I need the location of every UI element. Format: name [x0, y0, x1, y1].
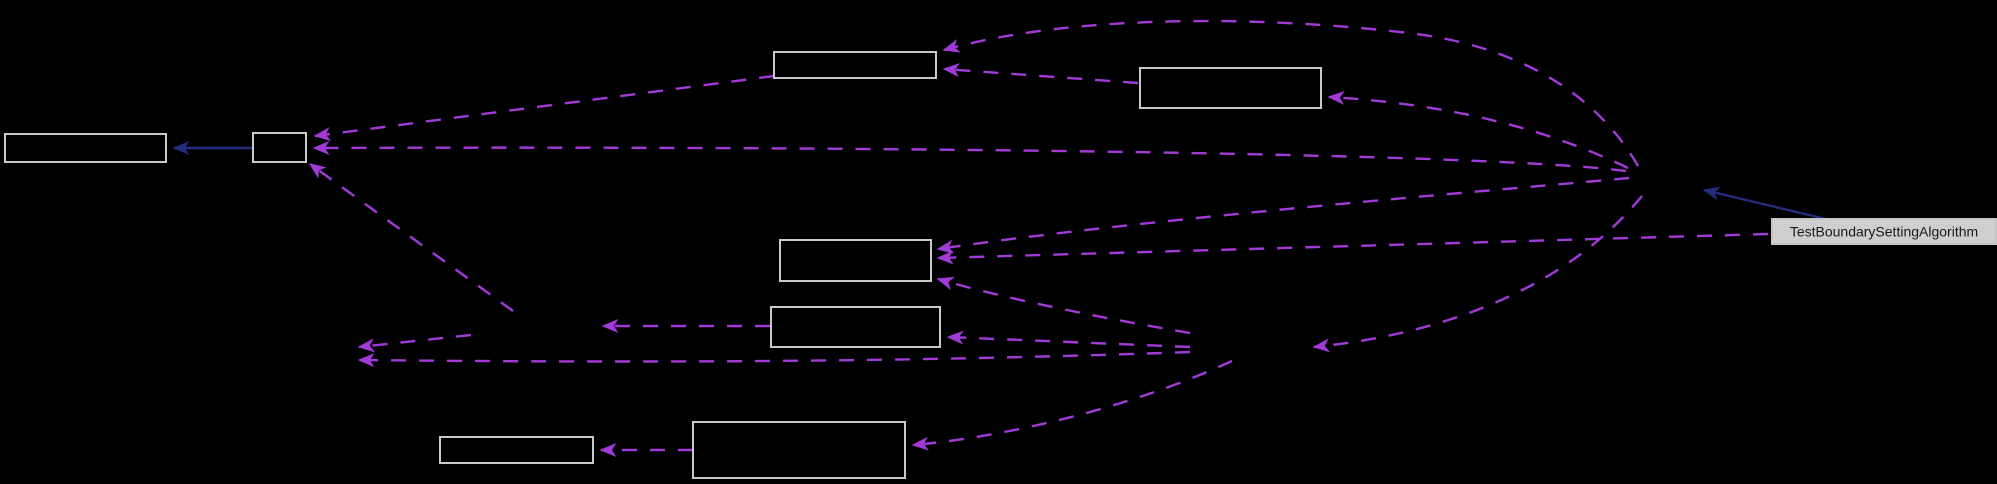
edge-hidden-mid-left-to-hidden-far-left: [357, 333, 472, 353]
edge-hidden-mid-left-to-box-small-left: [308, 163, 514, 312]
edge-hidden-hub-to-hidden-mid-right: [1312, 195, 1643, 353]
graph-node-box-mid-upper[interactable]: [779, 239, 932, 282]
edge-hidden-mid-right-to-box-mid-upper: [936, 276, 1191, 335]
graph-node-box-small-left[interactable]: [252, 132, 307, 163]
edge-hidden-hub-to-box-mid-upper: [936, 176, 1630, 254]
edge-box-top-right-to-box-top-center: [942, 63, 1139, 85]
edge-hidden-mid-right-to-hidden-far-left: [357, 350, 1191, 368]
edge-layer: [172, 19, 1827, 457]
graph-node-box-bottom-center[interactable]: [692, 421, 906, 479]
node-layer: TestBoundarySettingAlgorithm: [4, 51, 1997, 479]
edge-box-top-center-to-box-small-left: [313, 74, 775, 141]
graph-node-box-bottom-left[interactable]: [439, 436, 594, 464]
graph-node-label-box-test-boundary-setting-algorithm[interactable]: TestBoundarySettingAlgorithm: [1790, 224, 1978, 240]
graph-node-box-top-right[interactable]: [1139, 67, 1322, 109]
edge-hidden-mid-right-to-box-mid-lower: [946, 330, 1191, 349]
edge-box-test-boundary-setting-algorithm-to-hidden-hub: [1702, 186, 1827, 221]
edge-hidden-hub-to-box-top-center: [942, 19, 1640, 167]
edge-hidden-mid-right-to-box-bottom-center: [911, 359, 1233, 451]
graph-node-box-top-center[interactable]: [773, 51, 937, 79]
graph-node-box-test-boundary-setting-algorithm[interactable]: [1771, 218, 1997, 245]
edge-hidden-hub-to-box-small-left: [312, 140, 1627, 173]
graph-node-box-far-left[interactable]: [4, 133, 167, 163]
edge-box-test-boundary-setting-algorithm-to-box-mid-upper: [936, 232, 1769, 265]
edge-hidden-hub-to-box-top-right: [1327, 90, 1629, 170]
graph-node-box-mid-lower[interactable]: [770, 306, 941, 348]
